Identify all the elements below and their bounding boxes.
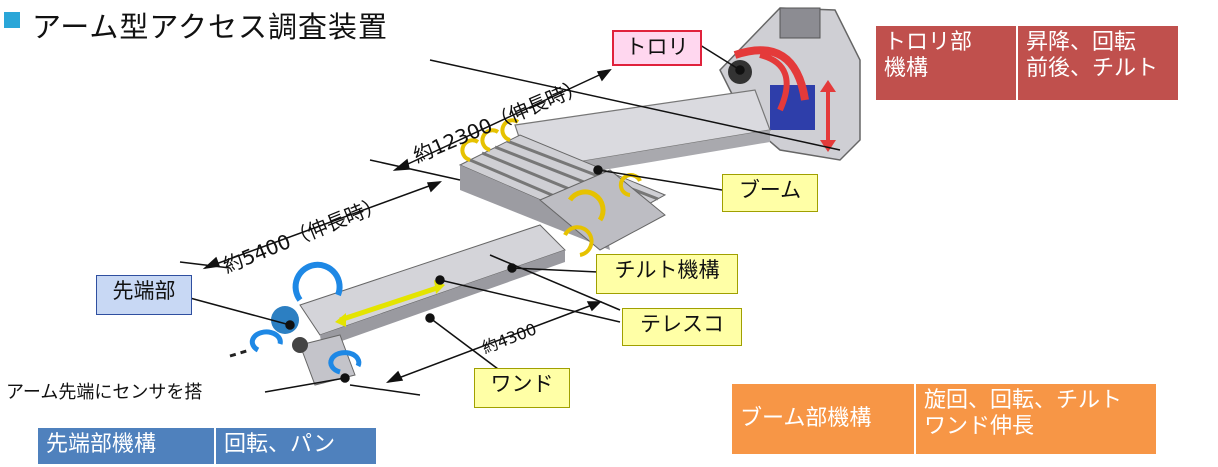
sensor-note: アーム先端にセンサを搭 [6, 382, 203, 403]
table-divider [214, 428, 216, 464]
trolley-table-name: トロリ部 機構 [876, 26, 1016, 100]
tip-label: 先端部 [96, 275, 192, 315]
boom-table-name: ブーム部機構 [740, 405, 872, 431]
tilt-mechanism-label: チルト機構 [596, 254, 738, 294]
wand-label: ワンド [474, 368, 570, 408]
boom-table-func-line2: ワンド伸長 [924, 414, 1035, 440]
leader-lines [189, 44, 745, 393]
trolley-table-func-line1: 昇降、回転 [1026, 30, 1137, 55]
tip-mechanism-table: 先端部機構 回転、パン [38, 428, 376, 464]
trolley-table-func-line2: 前後、チルト [1026, 56, 1159, 82]
dimension-lines [179, 59, 841, 396]
trolley-label: トロリ [612, 30, 702, 66]
page-title: アーム型アクセス調査装置 [32, 10, 388, 44]
boom-mechanism-table: ブーム部機構 旋回、回転、チルト ワンド伸長 [732, 384, 1156, 454]
trolley-table-name-line1: トロリ部 [884, 30, 973, 55]
tip-table-name: 先端部機構 [46, 432, 157, 457]
telescope-label: テレスコ [622, 308, 742, 346]
telescope-arm [299, 224, 566, 348]
wand [299, 334, 356, 386]
trolley-table-functions: 昇降、回転 前後、チルト [1018, 26, 1178, 100]
boom-table-func-line1: 旋回、回転、チルト [924, 388, 1123, 413]
trolley-mechanism-table: トロリ部 機構 昇降、回転 前後、チルト [876, 26, 1178, 100]
boom-label: ブーム [722, 174, 818, 212]
tip-table-function: 回転、パン [224, 432, 336, 457]
boom-segments [458, 118, 667, 257]
title-bullet-icon [4, 12, 20, 28]
table-divider [914, 384, 916, 454]
trolley-table-name-line2: 機構 [884, 56, 929, 82]
tip-unit [229, 261, 362, 375]
boom-table-functions: 旋回、回転、チルト ワンド伸長 [916, 384, 1156, 454]
table-divider [1016, 26, 1018, 100]
